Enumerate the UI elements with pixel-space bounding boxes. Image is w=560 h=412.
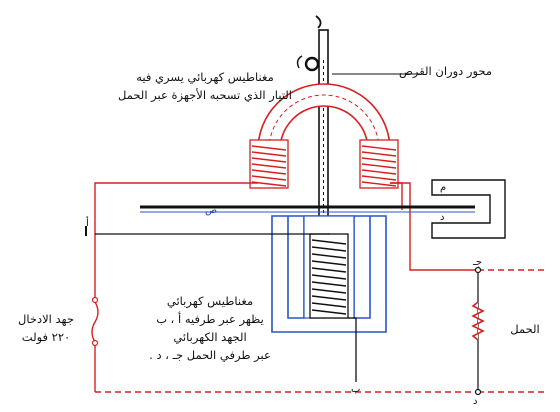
terminal-a-tag: أ <box>86 218 89 229</box>
current-magnet-label-line1: مغناطيس كهربائي يسري فيه <box>136 70 274 84</box>
current-magnet-label-line2: التيار الذي تسحبه الأجهزة عبر الحمل <box>118 88 292 102</box>
disk-tag: ص <box>205 205 218 216</box>
disk-axis-label: محور دوران القرص <box>398 64 492 78</box>
current-coil-left <box>249 139 289 189</box>
rotating-disk <box>140 205 475 213</box>
voltage-electromagnet <box>271 215 387 333</box>
load-label: الحمل <box>510 322 540 336</box>
red-wiring <box>94 182 545 393</box>
current-coil-right <box>359 139 399 189</box>
input-supply <box>91 296 99 347</box>
current-electromagnet <box>249 83 399 189</box>
voltage-magnet-label-line1: مغناطيس كهربائي <box>166 294 254 308</box>
voltage-magnet-label-line3: الجهد الكهربائي <box>173 330 247 344</box>
terminal-d-tag: د <box>473 396 478 407</box>
brake-magnet-tag-lower: د <box>440 212 445 223</box>
terminal-c-tag: جـ <box>473 257 483 268</box>
input-voltage-label-line1: جهد الادخال <box>18 312 74 326</box>
terminal-b-tag: ب <box>351 384 361 395</box>
voltage-magnet-label-line2: يظهر عبر طرفيه أ ، ب <box>156 312 264 326</box>
brake-magnet-tag-upper: م <box>440 182 447 193</box>
brake-magnet <box>431 179 506 239</box>
input-voltage-label-line2: ٢٢٠ فولت <box>21 330 71 344</box>
voltage-magnet-label-line4: عبر طرفي الحمل جـ ، د . <box>149 348 271 362</box>
black-wiring <box>95 233 357 382</box>
load-resistor <box>471 266 485 396</box>
voltage-coil <box>309 233 349 319</box>
